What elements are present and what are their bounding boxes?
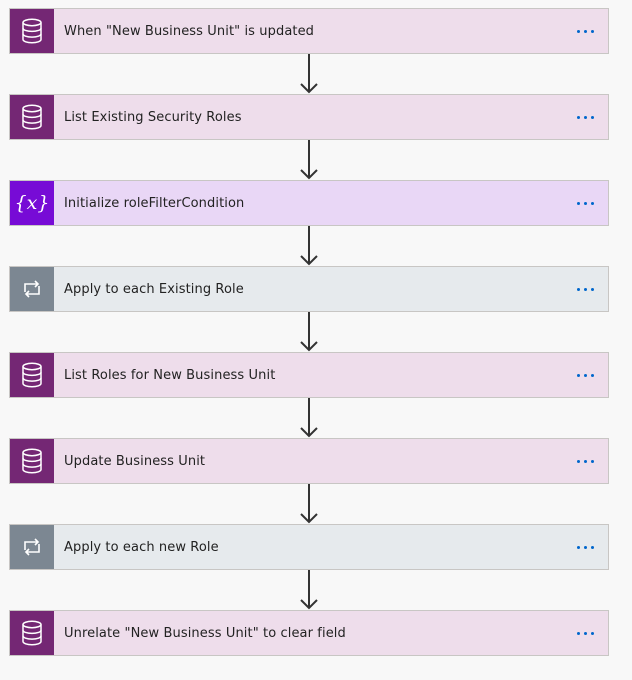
- step-title: List Existing Security Roles: [64, 109, 242, 125]
- loop-icon: [10, 525, 54, 569]
- flow-step-apply-to-each-existing[interactable]: Apply to each Existing Role: [9, 266, 609, 312]
- step-title: Apply to each Existing Role: [64, 281, 244, 297]
- flow-step-update-business-unit[interactable]: Update Business Unit: [9, 438, 609, 484]
- connector-arrow: [9, 570, 609, 610]
- more-options-button[interactable]: [562, 525, 608, 569]
- flow-step-trigger[interactable]: When "New Business Unit" is updated: [9, 8, 609, 54]
- flow-step-list-existing-roles[interactable]: List Existing Security Roles: [9, 94, 609, 140]
- loop-icon: [10, 267, 54, 311]
- step-title: Unrelate "New Business Unit" to clear fi…: [64, 625, 346, 641]
- step-title: Apply to each new Role: [64, 539, 219, 555]
- database-icon: [10, 9, 54, 53]
- flow-canvas: When "New Business Unit" is updated List…: [9, 8, 609, 656]
- step-title: When "New Business Unit" is updated: [64, 23, 315, 39]
- more-options-button[interactable]: [562, 95, 608, 139]
- step-title: Initialize roleFilterCondition: [64, 195, 245, 211]
- flow-step-initialize-variable[interactable]: {x} Initialize roleFilterCondition: [9, 180, 609, 226]
- database-icon: [10, 95, 54, 139]
- more-options-button[interactable]: [562, 439, 608, 483]
- variable-icon: {x}: [10, 181, 54, 225]
- database-icon: [10, 439, 54, 483]
- connector-arrow: [9, 54, 609, 94]
- more-options-button[interactable]: [562, 267, 608, 311]
- flow-step-apply-to-each-new[interactable]: Apply to each new Role: [9, 524, 609, 570]
- flow-step-list-new-roles[interactable]: List Roles for New Business Unit: [9, 352, 609, 398]
- connector-arrow: [9, 312, 609, 352]
- connector-arrow: [9, 398, 609, 438]
- more-options-button[interactable]: [562, 611, 608, 655]
- connector-arrow: [9, 140, 609, 180]
- step-title: Update Business Unit: [64, 453, 206, 469]
- more-options-button[interactable]: [562, 181, 608, 225]
- more-options-button[interactable]: [562, 9, 608, 53]
- svg-text:{x}: {x}: [15, 192, 49, 214]
- database-icon: [10, 353, 54, 397]
- more-options-button[interactable]: [562, 353, 608, 397]
- database-icon: [10, 611, 54, 655]
- connector-arrow: [9, 226, 609, 266]
- step-title: List Roles for New Business Unit: [64, 367, 276, 383]
- connector-arrow: [9, 484, 609, 524]
- flow-step-unrelate[interactable]: Unrelate "New Business Unit" to clear fi…: [9, 610, 609, 656]
